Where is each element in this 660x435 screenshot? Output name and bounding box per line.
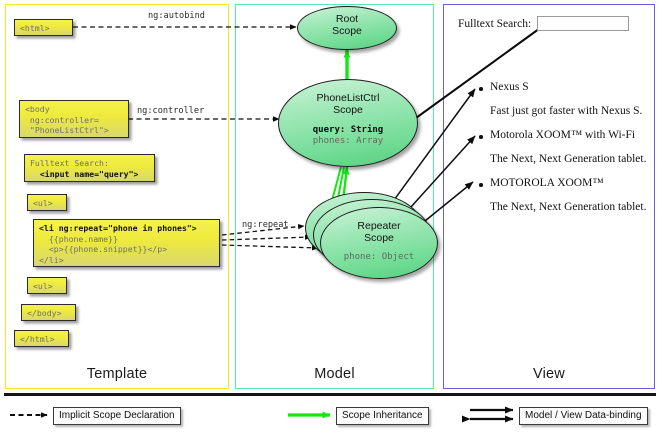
legend-model-view-data-binding: Model / View Data-binding: [519, 407, 648, 425]
scope-root: Root Scope: [297, 6, 397, 50]
code-box-ul-close: <ul>: [27, 277, 67, 294]
scope-phonelistctrl-title-1: PhoneListCtrl: [316, 92, 380, 104]
view-phone-snippet-3: The Next, Next Generation tablet.: [490, 201, 647, 213]
binding-query-to-search-input: [397, 18, 552, 132]
view-bullet-2: [479, 135, 483, 139]
scope-phonelistctrl-title-2: Scope: [333, 104, 363, 116]
edge-label-ng-controller: ng:controller: [137, 106, 205, 116]
scope-repeater: Repeater Scope phone: Object: [320, 207, 438, 279]
connector-repeat-1: [221, 223, 305, 236]
code-box-li-repeat: <li ng:repeat="phone in phones"> {{phone…: [33, 219, 220, 267]
legend-divider: [4, 393, 656, 396]
connector-repeat-3: [221, 244, 319, 251]
view-search-label: Fulltext Search:: [458, 18, 532, 30]
code-box-html-open: <html>: [14, 19, 73, 36]
view-phone-name-1: Nexus S: [490, 81, 529, 93]
code-box-body-open: <body ng:controller= "PhoneListCtrl">: [19, 100, 129, 138]
scope-repeater-prop-phone: phone: Object: [343, 252, 415, 262]
scope-root-title-1: Root: [335, 13, 359, 25]
view-phone-name-3: MOTOROLA XOOM™: [490, 177, 604, 189]
legend-implicit-scope-declaration: Implicit Scope Declaration: [53, 407, 181, 425]
panel-template-label: Template: [86, 366, 148, 382]
edge-label-ng-autobind: ng:autobind: [148, 11, 205, 21]
scope-phonelistctrl-prop-query: query: String: [312, 125, 384, 135]
view-phone-snippet-1: Fast just got faster with Nexus S.: [490, 105, 643, 117]
view-phone-snippet-2: The Next, Next Generation tablet.: [490, 153, 647, 165]
scope-phonelistctrl: PhoneListCtrl Scope query: String phones…: [278, 79, 418, 167]
scope-repeater-title-1: Repeater: [357, 220, 401, 232]
view-search-input[interactable]: [537, 16, 629, 31]
code-box-ul-open: <ul>: [27, 194, 67, 211]
panel-model-label: Model: [314, 366, 355, 382]
edge-label-ng-repeat: ng:repeat: [242, 220, 289, 230]
view-bullet-1: [479, 87, 483, 91]
scope-root-title-2: Scope: [332, 25, 362, 37]
view-phone-name-2: Motorola XOOM™ with Wi-Fi: [490, 129, 636, 141]
code-box-body-close: </body>: [21, 304, 76, 321]
scope-repeater-title-2: Scope: [364, 232, 394, 244]
code-box-html-close: </html>: [14, 330, 69, 347]
panel-view-label: View: [533, 366, 565, 382]
legend-scope-inheritance: Scope Inheritance: [336, 407, 429, 425]
scope-phonelistctrl-prop-phones: phones: Array: [312, 136, 384, 146]
view-bullet-3: [479, 183, 483, 187]
code-box-fulltext-search: Fulltext Search: <input name="query">: [24, 154, 155, 182]
